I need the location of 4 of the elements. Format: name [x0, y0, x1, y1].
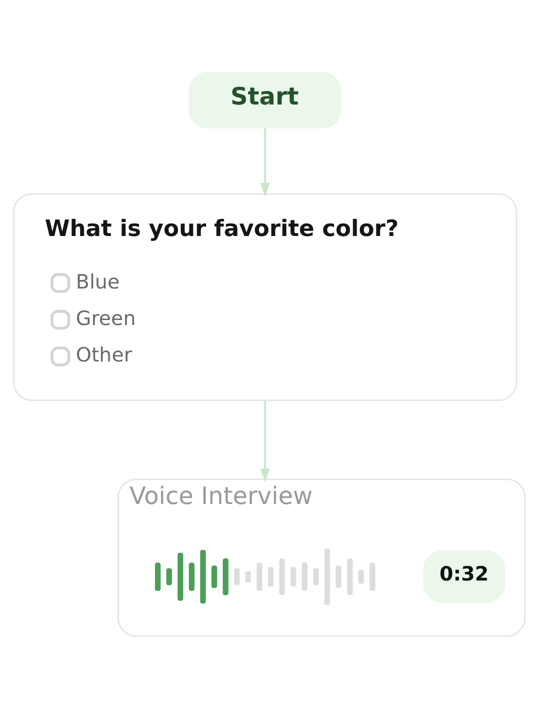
node-box: Start [188, 72, 342, 128]
node-box: What is your favorite color? Blue Green Other [13, 193, 518, 401]
arrow [260, 400, 270, 482]
arrow [260, 128, 270, 196]
